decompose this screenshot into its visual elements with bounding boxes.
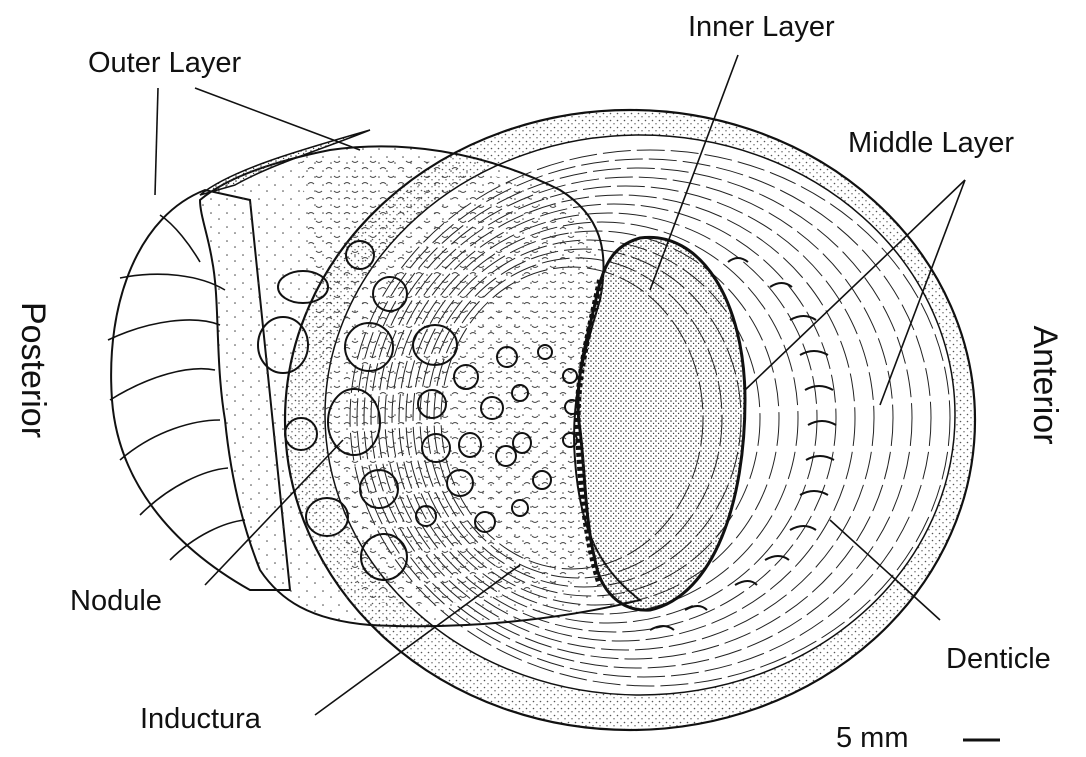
label-inner-layer: Inner Layer [688,11,835,43]
label-middle-layer: Middle Layer [848,127,1014,159]
label-denticle: Denticle [946,643,1051,675]
label-nodule: Nodule [70,585,162,617]
label-outer-layer: Outer Layer [88,47,241,79]
label-inductura: Inductura [140,703,262,735]
label-scale: 5 mm [836,722,909,754]
label-posterior: Posterior [14,302,52,438]
label-anterior: Anterior [1026,325,1064,444]
